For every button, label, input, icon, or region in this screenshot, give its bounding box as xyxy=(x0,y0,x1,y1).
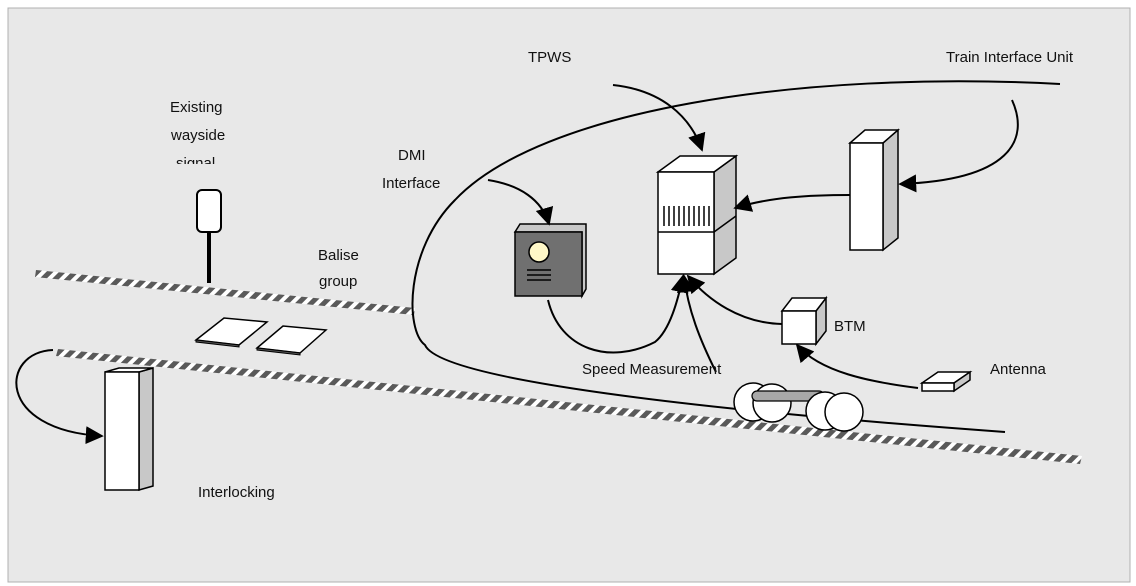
label-dmi-1: DMI xyxy=(398,147,426,164)
arrow-antenna-to-btm xyxy=(795,343,919,389)
arrow-dmi-to-evc xyxy=(547,274,689,354)
label-balise-1: Balise xyxy=(318,247,359,264)
speed-measurement-wheels xyxy=(733,382,864,432)
label-train-interface-unit: Train Interface Unit xyxy=(946,49,1074,66)
label-antenna: Antenna xyxy=(990,361,1047,378)
interlocking-cabinet xyxy=(104,367,154,491)
evc-vent xyxy=(663,206,710,226)
rail-upper xyxy=(35,270,415,315)
interlocking-link-arrow xyxy=(15,349,104,445)
label-existing-wayside-signal-2: wayside xyxy=(170,127,225,144)
dmi-lamp xyxy=(528,241,550,263)
train-outline xyxy=(411,80,1061,433)
label-speed-measurement: Speed Measurement xyxy=(582,361,722,378)
arrow-tiu-to-evc xyxy=(733,194,851,212)
btm-box xyxy=(780,295,828,347)
arrow-train-interface-unit xyxy=(898,99,1019,193)
antenna-box xyxy=(919,370,973,393)
evc-cabinet xyxy=(655,154,739,276)
label-btm: BTM xyxy=(834,318,866,335)
arrow-tpws xyxy=(612,84,706,152)
arrow-speed-to-evc xyxy=(676,274,717,373)
train-interface-unit-cabinet xyxy=(847,128,901,252)
wayside-signal xyxy=(196,189,222,283)
label-dmi-2: Interface xyxy=(382,175,440,192)
label-balise-2: group xyxy=(319,273,357,290)
dmi-unit xyxy=(513,223,587,299)
label-tpws: TPWS xyxy=(528,49,571,66)
arrow-dmi-interface xyxy=(487,179,554,226)
rail-lower xyxy=(56,349,1082,464)
label-interlocking: Interlocking xyxy=(198,484,275,501)
label-existing-wayside-signal-1: Existing xyxy=(170,99,223,116)
balise-group-icons xyxy=(194,317,328,356)
